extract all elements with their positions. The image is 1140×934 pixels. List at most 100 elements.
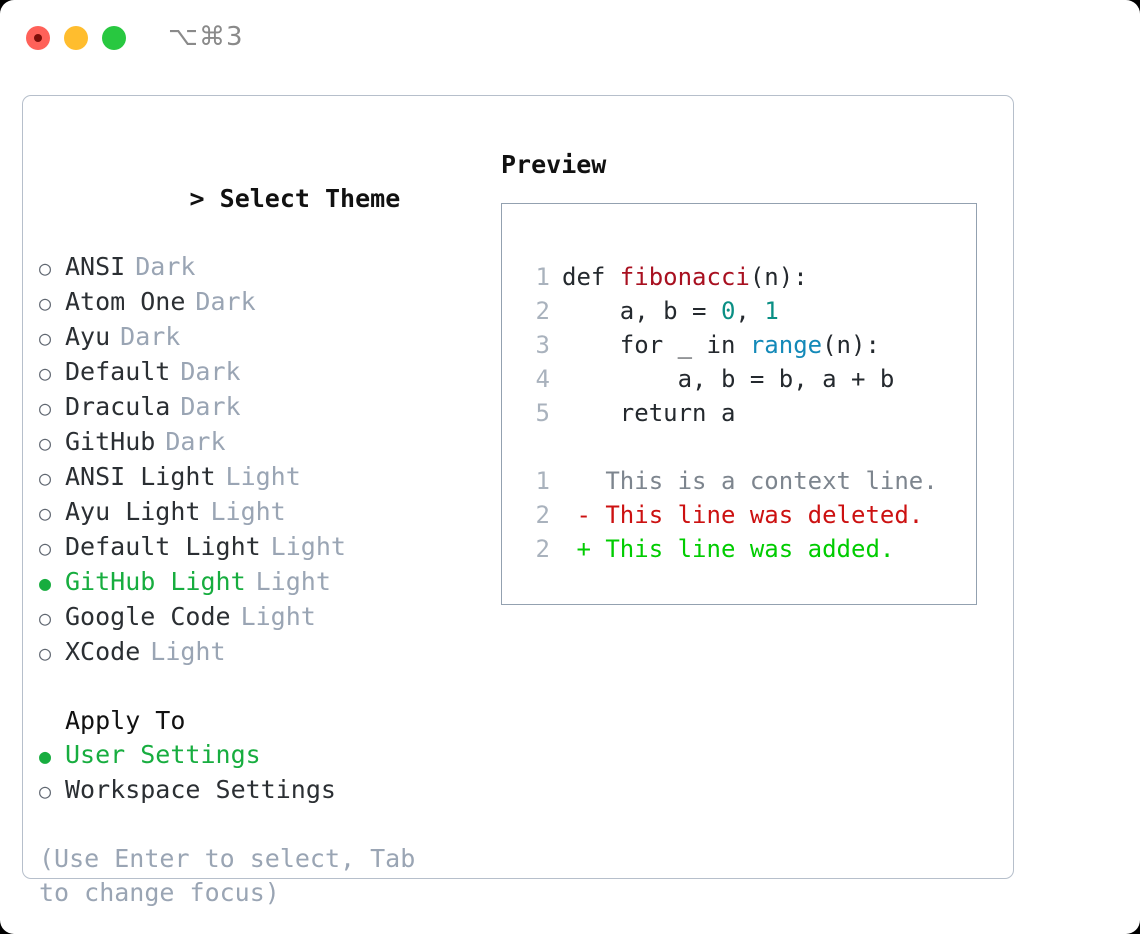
radio-unselected-icon: ○ [39,326,52,350]
radio-selected-icon: ● [39,571,52,595]
theme-option-github-light[interactable]: ● GitHub Light Light [39,565,489,600]
theme-option-default-light[interactable]: ○ Default Light Light [39,530,489,565]
diff-line-content: This line was added. [605,535,895,563]
code-token: def [562,263,620,291]
theme-variant-tag: Light [150,637,226,666]
code-token: a, b = [562,297,721,325]
code-token: (n): [749,263,808,291]
diff-line-content: This line was deleted. [605,501,924,529]
diff-line-text: - This line was deleted. [562,498,923,532]
diff-line-context: 1 This is a context line. [520,464,976,498]
line-number: 3 [535,331,550,359]
apply-to-option-user-settings[interactable]: ●User Settings [39,738,489,773]
radio-unselected-icon: ○ [39,431,52,455]
theme-option-label: Default [65,357,171,386]
code-line-text: return a [562,396,736,430]
theme-picker-title: Select Theme [219,184,401,213]
theme-picker-header: > Select Theme [39,148,489,250]
line-number: 2 [535,535,550,563]
radio-unselected-icon: ○ [39,256,52,280]
radio-unselected-icon: ○ [39,501,52,525]
theme-variant-tag: Light [270,532,346,561]
code-line: 4 a, b = b, a + b [520,362,976,396]
diff-line-content: This is a context line. [605,467,938,495]
apply-to-option-label: Workspace Settings [65,775,336,804]
code-token: for _ in [562,331,750,359]
radio-unselected-icon: ○ [39,396,52,420]
theme-variant-tag: Dark [135,252,196,281]
theme-variant-tag: Dark [195,287,256,316]
keyboard-shortcut-label: ⌥⌘3 [168,22,244,52]
diff-line-text: This is a context line. [562,464,938,498]
spacer [39,808,489,842]
spacer [39,670,489,704]
theme-option-label: Ayu Light [65,497,201,526]
radio-selected-icon: ● [39,744,52,768]
code-line: 3 for _ in range(n): [520,328,976,362]
theme-option-label: Default Light [65,532,261,561]
theme-variant-tag: Dark [120,322,181,351]
diff-sign [562,467,605,495]
theme-variant-tag: Dark [180,357,241,386]
theme-option-label: GitHub [65,427,156,456]
keyboard-hint-text: (Use Enter to select, Tab to change focu… [39,844,416,907]
theme-variant-tag: Light [240,602,316,631]
theme-option-ansi[interactable]: ○ ANSI Dark [39,250,489,285]
radio-unselected-icon: ○ [39,361,52,385]
code-line: 1 def fibonacci(n): [520,260,976,294]
code-token: 1 [764,297,779,325]
code-line-text: a, b = 0, 1 [562,294,779,328]
theme-option-label: GitHub Light [65,567,246,596]
diff-line-del: 2 - This line was deleted. [520,498,976,532]
apply-to-option-list: ●User Settings○Workspace Settings [39,738,489,808]
code-line: 2 a, b = 0, 1 [520,294,976,328]
theme-option-default[interactable]: ○ Default Dark [39,355,489,390]
theme-option-label: ANSI [65,252,126,281]
theme-variant-tag: Dark [180,392,241,421]
theme-option-github[interactable]: ○ GitHub Dark [39,425,489,460]
theme-option-label: Ayu [65,322,111,351]
line-number: 1 [535,263,550,291]
close-window-button[interactable] [26,26,50,50]
diff-sign: - [562,501,606,529]
theme-variant-tag: Light [255,567,331,596]
diff-sign: + [562,535,606,563]
code-token: (n): [822,331,880,359]
code-line-text: def fibonacci(n): [562,260,808,294]
title-bar: ⌥⌘3 [0,0,1140,76]
apply-to-header: Apply To [65,706,186,735]
theme-option-label: Atom One [65,287,186,316]
apply-to-option-workspace-settings[interactable]: ○Workspace Settings [39,773,489,808]
code-token: a, b = b, a + b [562,365,895,393]
traffic-lights [26,26,126,50]
theme-variant-tag: Light [225,462,301,491]
line-number: 1 [535,467,550,495]
diff-line-add: 2 + This line was added. [520,532,976,566]
radio-unselected-icon: ○ [39,641,52,665]
code-token: , [735,297,765,325]
code-line-text: a, b = b, a + b [562,362,895,396]
theme-option-label: ANSI Light [65,462,216,491]
line-number: 5 [535,399,550,427]
code-line: 5 return a [520,396,976,430]
focus-caret-icon: > [189,184,205,213]
code-line-text: for _ in range(n): [562,328,880,362]
theme-option-ayu[interactable]: ○ Ayu Dark [39,320,489,355]
theme-variant-tag: Dark [165,427,226,456]
code-token: return a [562,399,736,427]
code-token: 0 [720,297,736,325]
minimize-window-button[interactable] [64,26,88,50]
maximize-window-button[interactable] [102,26,126,50]
radio-unselected-icon: ○ [39,536,52,560]
